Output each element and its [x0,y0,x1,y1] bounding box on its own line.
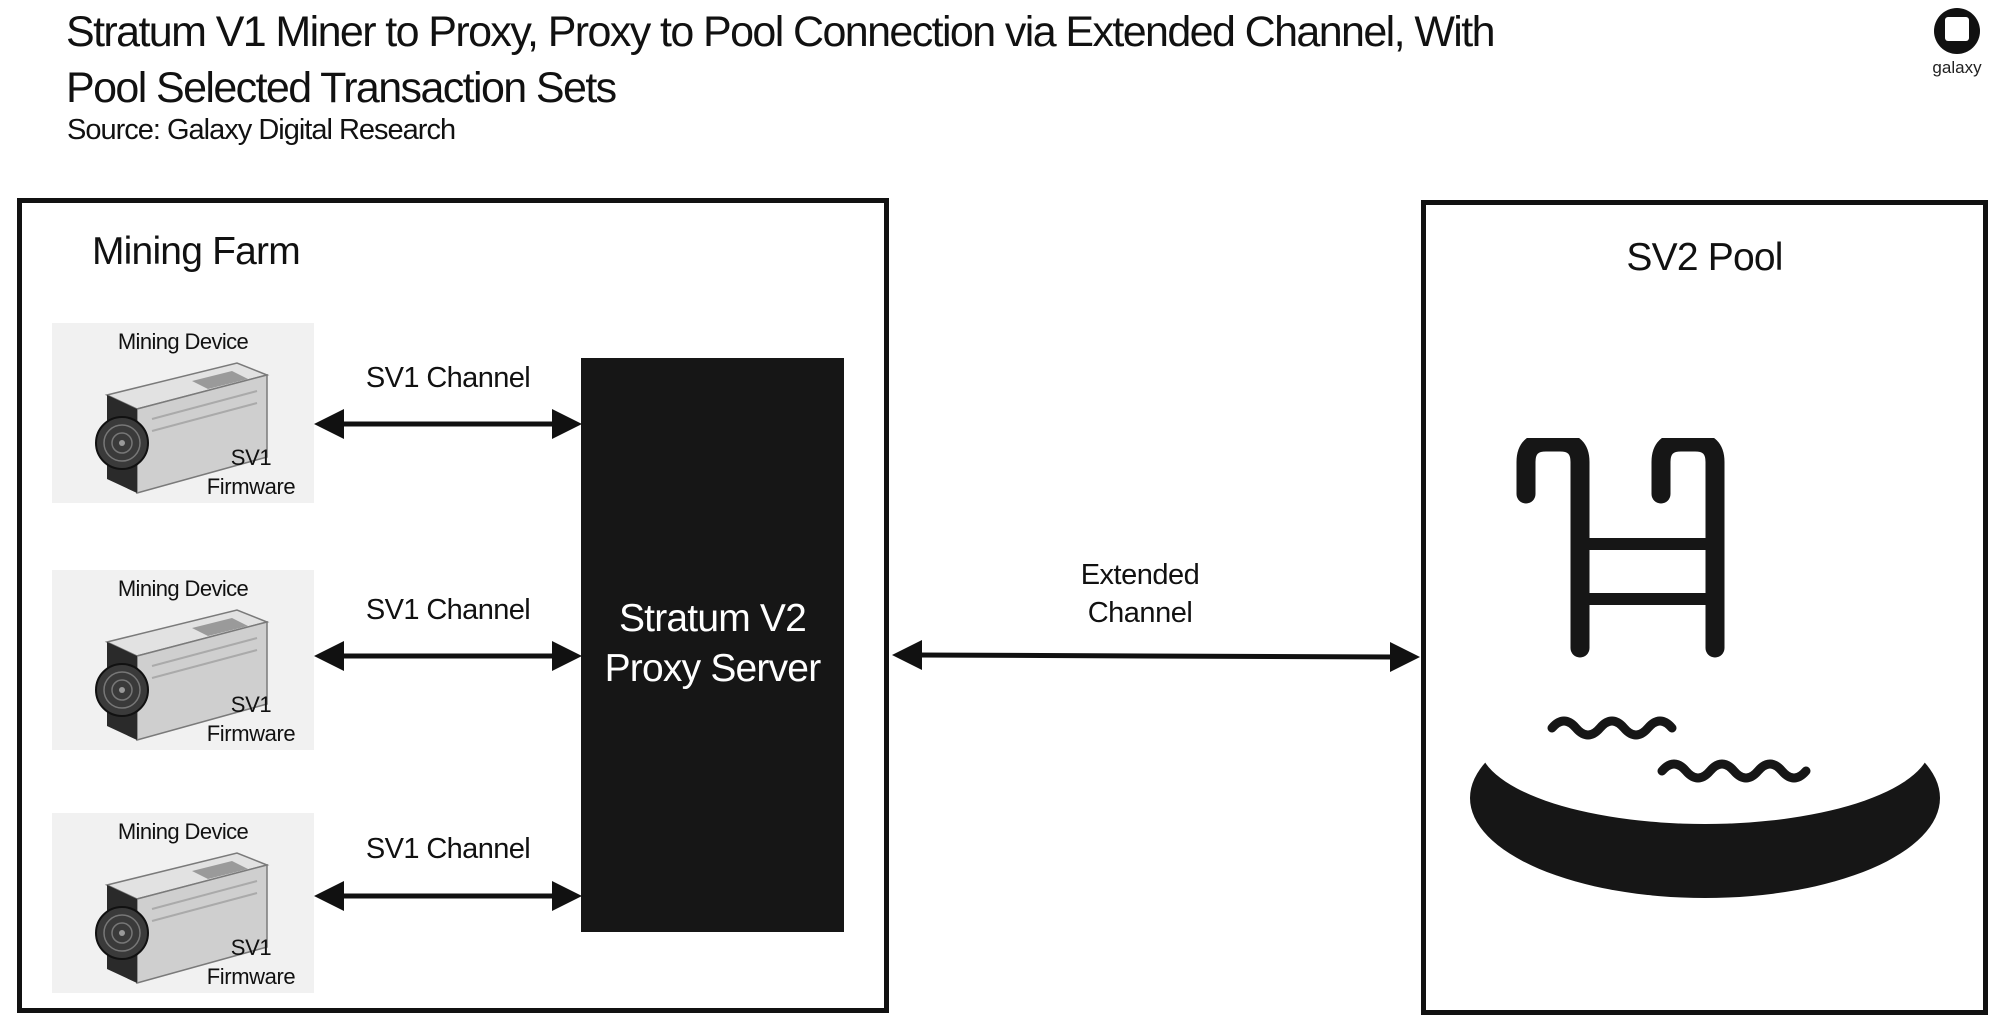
title-line-1: Stratum V1 Miner to Proxy, Proxy to Pool… [66,8,1496,56]
asic-miner-icon [95,852,270,984]
galaxy-logo: galaxy [1922,6,1992,86]
sv1-channel-label-3: SV1 Channel [365,833,531,865]
firmware-line-1: SV1 [230,692,272,717]
firmware-label: SV1 Firmware [196,933,306,991]
mining-device-2: Mining Device SV1 Firmware [52,570,314,750]
device-label: Mining Device [117,819,249,844]
source-note: Source: Galaxy Digital Research [67,114,456,146]
firmware-line-1: SV1 [230,445,272,470]
mining-farm-title: Mining Farm [92,230,301,273]
extended-line-2: Channel [1087,597,1193,629]
swimming-pool-icon [1470,438,1940,898]
proxy-server-label: Stratum V2 Proxy Server [581,594,844,694]
asic-miner-icon [95,362,270,494]
double-arrow-icon [314,881,582,911]
mining-device-1: Mining Device SV1 Firmware [52,323,314,503]
firmware-label: SV1 Firmware [196,690,306,748]
galaxy-logo-icon [1934,8,1980,54]
extended-line-1: Extended [1080,559,1200,591]
sv1-channel-label-2: SV1 Channel [365,594,531,626]
proxy-server-box: Stratum V2 Proxy Server [581,358,844,932]
mining-farm-box [17,198,889,1013]
sv1-channel-label-1: SV1 Channel [365,362,531,394]
firmware-line-2: Firmware [206,474,296,499]
proxy-line-1: Stratum V2 [618,597,807,640]
device-label: Mining Device [117,576,249,601]
sv2-pool-title: SV2 Pool [1626,236,1783,279]
proxy-line-2: Proxy Server [604,647,822,690]
extended-channel-label: Extended Channel [1000,556,1280,632]
asic-miner-icon [95,609,270,741]
logo-text: galaxy [1932,58,1982,77]
page-title: Stratum V1 Miner to Proxy, Proxy to Pool… [66,4,1566,116]
firmware-line-1: SV1 [230,935,272,960]
extended-channel-arrow [892,640,1420,672]
firmware-line-2: Firmware [206,964,296,989]
double-arrow-icon [314,641,582,671]
device-label: Mining Device [117,329,249,354]
firmware-line-2: Firmware [206,721,296,746]
sv2-pool-box [1421,200,1988,1015]
title-line-2: Pool Selected Transaction Sets [66,64,617,112]
mining-device-3: Mining Device SV1 Firmware [52,813,314,993]
double-arrow-icon [314,409,582,439]
firmware-label: SV1 Firmware [196,443,306,501]
